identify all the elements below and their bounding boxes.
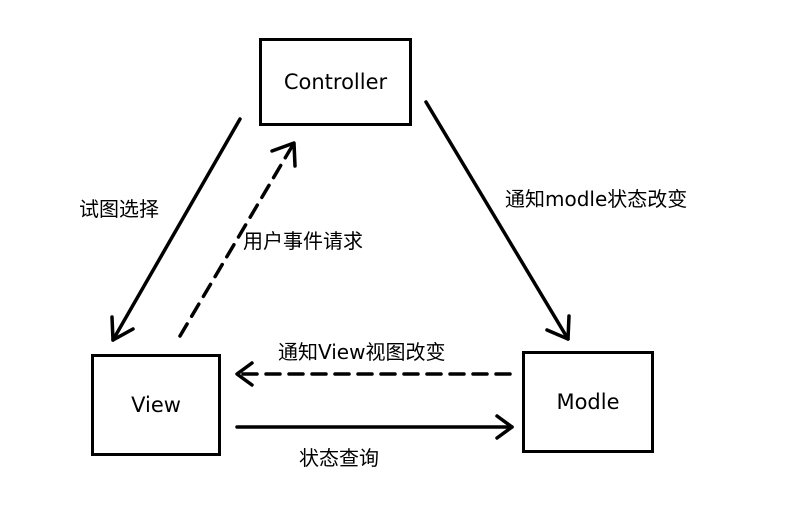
edge-label-user-event-request: 用户事件请求 [243, 229, 363, 253]
modle-node: Modle [522, 351, 654, 453]
edge-controller-to-modle [424, 100, 571, 341]
edge-label-view-selection: 试图选择 [79, 197, 159, 221]
edge-label-notify-modle-change: 通知modle状态改变 [505, 187, 688, 211]
controller-label: Controller [283, 70, 388, 94]
view-label: View [131, 393, 181, 417]
modle-label: Modle [556, 390, 620, 414]
controller-node: Controller [259, 38, 412, 126]
edge-controller-to-view [110, 117, 242, 342]
edge-modle-to-view [235, 361, 512, 387]
edge-label-notify-view-change: 通知View视图改变 [278, 340, 446, 364]
edge-view-to-controller [178, 141, 297, 338]
edge-view-to-modle [235, 414, 514, 440]
view-node: View [91, 354, 221, 456]
edge-label-state-query: 状态查询 [299, 446, 379, 470]
